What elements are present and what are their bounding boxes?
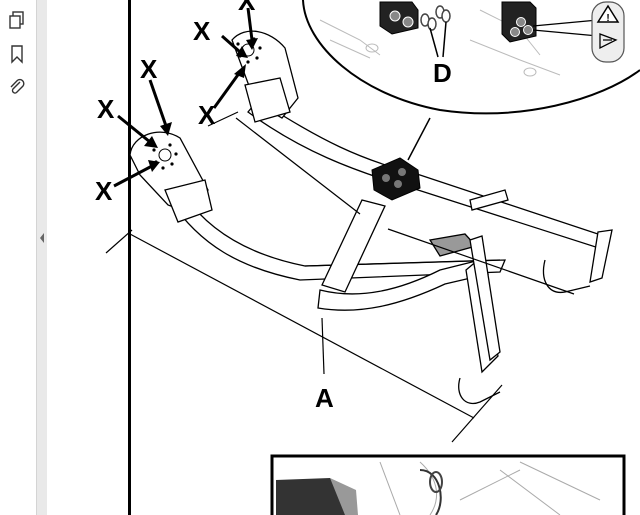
washers — [420, 5, 451, 31]
callout-arrows — [113, 7, 258, 188]
center-spacer-block — [371, 157, 421, 201]
bookmark-icon[interactable] — [6, 43, 28, 65]
spacer-block-left — [379, 1, 419, 35]
lower-detail-box — [270, 454, 626, 515]
side-toolbar — [0, 0, 36, 515]
callout-x-right-bracket: X — [198, 100, 216, 130]
callout-x-left-bottom: X — [95, 176, 113, 206]
callout-x-left-middle: X — [97, 94, 115, 124]
callout-x-upper-left: X — [193, 16, 211, 46]
spacer-block-right — [501, 1, 599, 43]
tow-frame — [129, 30, 613, 405]
collapse-arrow-icon[interactable] — [39, 231, 45, 243]
warning-badge: ! — [591, 1, 625, 63]
page-border — [128, 0, 131, 515]
document-viewer[interactable]: ! — [47, 0, 640, 515]
callout-d: D — [433, 58, 452, 88]
callout-x-top: X — [238, 0, 256, 16]
technical-illustration: ! — [95, 0, 640, 515]
attachment-icon[interactable] — [6, 76, 28, 98]
svg-text:!: ! — [606, 13, 609, 24]
dimension-lines — [105, 111, 575, 443]
callout-a: A — [315, 383, 334, 413]
detail-inset: ! — [302, 0, 640, 161]
pages-icon[interactable] — [6, 9, 28, 31]
callout-x-left-top: X — [140, 54, 158, 84]
